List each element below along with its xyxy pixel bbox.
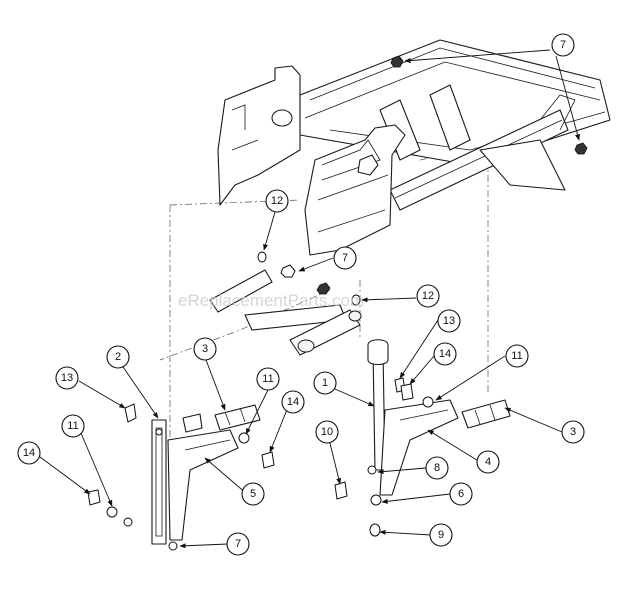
callout-7-middle: 7 <box>333 246 357 270</box>
svg-text:12: 12 <box>422 290 434 302</box>
svg-text:12: 12 <box>271 195 283 207</box>
callout-3-left: 3 <box>193 337 217 361</box>
callout-11-right: 11 <box>505 344 529 368</box>
callout-4: 4 <box>476 450 500 474</box>
pivot-rod-left <box>182 404 261 433</box>
callout-8: 8 <box>425 456 449 480</box>
svg-text:14: 14 <box>287 396 299 408</box>
callout-3-right: 3 <box>561 420 585 444</box>
svg-text:7: 7 <box>342 252 348 264</box>
svg-text:13: 13 <box>61 372 73 384</box>
watermark: eReplacementParts.com <box>178 291 364 310</box>
callout-11-left-bottom: 11 <box>61 414 85 438</box>
left-side-plate <box>217 65 301 206</box>
callout-11-left-top: 11 <box>256 367 280 391</box>
lift-arm-right <box>379 399 459 496</box>
svg-text:14: 14 <box>23 447 35 459</box>
lift-arm-left <box>167 429 239 541</box>
svg-text:5: 5 <box>250 488 256 500</box>
svg-text:11: 11 <box>511 350 522 362</box>
svg-text:7: 7 <box>560 39 566 51</box>
svg-text:11: 11 <box>262 373 273 385</box>
pivot-rod-right <box>461 399 511 429</box>
svg-text:3: 3 <box>570 426 576 438</box>
callout-7-top-right: 7 <box>551 33 575 57</box>
callout-6: 6 <box>449 482 473 506</box>
callout-13-right: 13 <box>437 309 461 333</box>
svg-text:10: 10 <box>321 426 333 438</box>
callout-12-upper: 12 <box>265 189 289 213</box>
hardware <box>87 55 588 551</box>
svg-text:7: 7 <box>235 538 241 550</box>
callout-14-left-top: 14 <box>281 390 305 414</box>
callout-7-bottom: 7 <box>226 532 250 556</box>
leader-lines <box>35 49 580 549</box>
svg-text:1: 1 <box>322 377 328 389</box>
callout-12-lower: 12 <box>416 284 440 308</box>
callout-14-right: 14 <box>433 342 457 366</box>
svg-text:6: 6 <box>458 488 464 500</box>
svg-text:9: 9 <box>438 529 444 541</box>
svg-text:4: 4 <box>485 456 491 468</box>
callout-10: 10 <box>315 420 339 444</box>
callout-2: 2 <box>106 345 130 369</box>
callout-13-left: 13 <box>55 366 79 390</box>
svg-text:14: 14 <box>439 348 451 360</box>
callout-9: 9 <box>429 523 453 547</box>
svg-text:3: 3 <box>202 343 208 355</box>
svg-text:2: 2 <box>115 351 121 363</box>
svg-text:11: 11 <box>67 420 78 432</box>
callout-5: 5 <box>241 482 265 506</box>
svg-text:8: 8 <box>434 462 440 474</box>
right-side-plate <box>304 124 406 256</box>
cross-shaft <box>209 269 362 356</box>
callout-14-left-bottom: 14 <box>17 441 41 465</box>
svg-text:13: 13 <box>443 315 455 327</box>
lift-rod-right <box>367 339 389 471</box>
callout-1: 1 <box>313 371 337 395</box>
lift-link-left <box>151 419 167 545</box>
